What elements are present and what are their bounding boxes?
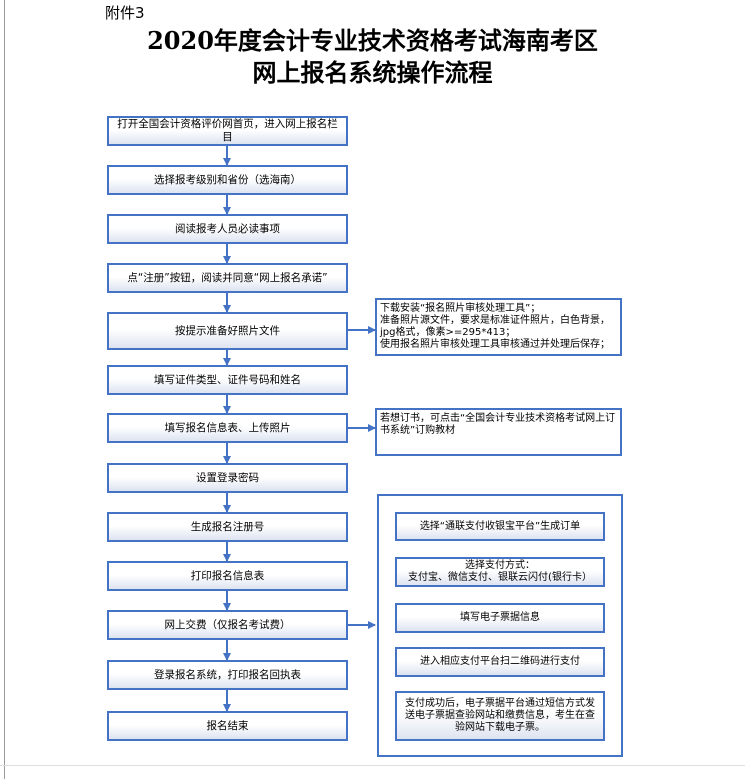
attachment-label: 附件3 [105, 4, 145, 22]
step-set-password: 设置登录密码 [107, 463, 348, 493]
pay-step-scan-qr: 进入相应支付平台扫二维码进行支付 [395, 647, 605, 677]
step-select-level: 选择报考级别和省份（选海南） [107, 165, 348, 195]
book-note: 若想订书，可点击“全国会计专业技术资格考试网上订书系统”订购教材 [375, 408, 622, 456]
pay-step-success: 支付成功后，电子票据平台通过短信方式发送电子票据查验网站和缴费信息，考生在查验网… [395, 691, 605, 741]
photo-note: 下载安装“报名照片审核处理工具”； 准备照片源文件，要求是标准证件照片，白色背景… [375, 298, 622, 356]
pay-step-create-order: 选择“通联支付收银宝平台”生成订单 [395, 512, 605, 541]
photo-note-line: 使用报名照片审核处理工具审核通过并处理后保存； [380, 339, 610, 350]
step-print-receipt: 登录报名系统，打印报名回执表 [107, 660, 348, 690]
page-bottom-edge [0, 765, 745, 766]
page-title-line1: 2020年度会计专业技术资格考试海南考区 [147, 26, 598, 55]
step-pay-online: 网上交费（仅报名考试费） [107, 610, 348, 640]
page-title-line2: 网上报名系统操作流程 [252, 58, 493, 87]
step-print-form: 打印报名信息表 [107, 561, 348, 591]
step-open-website: 打开全国会计资格评价网首页，进入网上报名栏目 [107, 116, 348, 146]
step-prepare-photo: 按提示准备好照片文件 [107, 312, 348, 350]
step-register: 点“注册”按钮，阅读并同意“网上报名承诺” [107, 263, 348, 293]
step-finish: 报名结束 [107, 711, 348, 741]
step-read-notice: 阅读报考人员必读事项 [107, 214, 348, 244]
step-generate-number: 生成报名注册号 [107, 512, 348, 542]
pay-step-fill-invoice: 填写电子票据信息 [395, 603, 605, 633]
photo-note-line: 下载安装“报名照片审核处理工具”； [380, 303, 541, 314]
photo-note-line: 准备照片源文件，要求是标准证件照片，白色背景，jpg格式，像素>=295*413… [380, 315, 610, 338]
step-fill-form: 填写报名信息表、上传照片 [107, 413, 348, 443]
step-fill-id: 填写证件类型、证件号码和姓名 [107, 365, 348, 395]
page-left-edge [4, 0, 5, 779]
book-note-text: 若想订书，可点击“全国会计专业技术资格考试网上订书系统”订购教材 [380, 413, 616, 436]
pay-step-choose-method: 选择支付方式： 支付宝、微信支付、银联云闪付(银行卡） [395, 557, 605, 587]
